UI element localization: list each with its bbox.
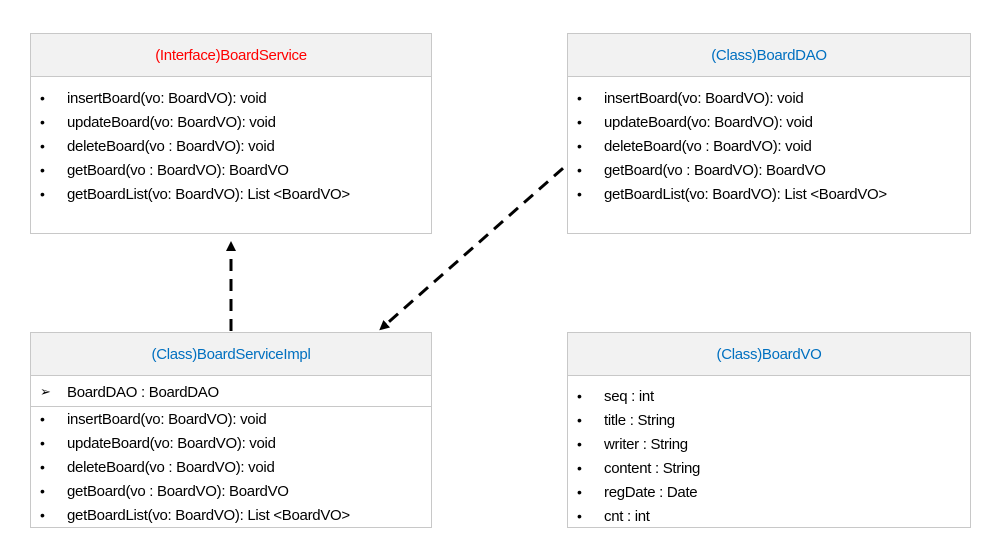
- method-item: •getBoardList(vo: BoardVO): List <BoardV…: [31, 503, 431, 527]
- bullet-icon: •: [40, 138, 45, 154]
- method-item: •deleteBoard(vo : BoardVO): void: [568, 134, 970, 158]
- board-dao-methods: •insertBoard(vo: BoardVO): void •updateB…: [568, 77, 970, 206]
- bullet-icon: •: [40, 459, 45, 475]
- method-item: •getBoardList(vo: BoardVO): List <BoardV…: [568, 182, 970, 206]
- method-item: •getBoard(vo : BoardVO): BoardVO: [31, 158, 431, 182]
- bullet-icon: •: [40, 114, 45, 130]
- board-dao-box: (Class)BoardDAO •insertBoard(vo: BoardVO…: [567, 33, 971, 234]
- board-service-impl-methods: •insertBoard(vo: BoardVO): void •updateB…: [31, 407, 431, 527]
- method-item: •getBoard(vo : BoardVO): BoardVO: [568, 158, 970, 182]
- method-item: •insertBoard(vo: BoardVO): void: [568, 86, 970, 110]
- dao-to-impl-connector: [379, 153, 579, 331]
- method-item: •updateBoard(vo: BoardVO): void: [31, 431, 431, 455]
- field-item: •regDate : Date: [568, 480, 970, 504]
- board-vo-title: (Class)BoardVO: [568, 333, 970, 376]
- bullet-icon: •: [577, 138, 582, 154]
- method-item: •deleteBoard(vo : BoardVO): void: [31, 455, 431, 479]
- board-vo-fields: •seq : int •title : String •writer : Str…: [568, 376, 970, 528]
- bullet-icon: •: [40, 435, 45, 451]
- method-item: •updateBoard(vo: BoardVO): void: [568, 110, 970, 134]
- bullet-icon: •: [577, 412, 582, 428]
- field-item: •writer : String: [568, 432, 970, 456]
- bullet-icon: •: [40, 483, 45, 499]
- board-service-box: (Interface)BoardService •insertBoard(vo:…: [30, 33, 432, 234]
- bullet-icon: •: [40, 162, 45, 178]
- method-item: •insertBoard(vo: BoardVO): void: [31, 407, 431, 431]
- method-item: •getBoardList(vo: BoardVO): List <BoardV…: [31, 182, 431, 206]
- bullet-icon: •: [40, 411, 45, 427]
- field-item: •seq : int: [568, 384, 970, 408]
- board-service-impl-box: (Class)BoardServiceImpl ➢ BoardDAO : Boa…: [30, 332, 432, 528]
- method-item: •insertBoard(vo: BoardVO): void: [31, 86, 431, 110]
- attribute-label: BoardDAO : BoardDAO: [67, 383, 219, 401]
- board-vo-box: (Class)BoardVO •seq : int •title : Strin…: [567, 332, 971, 528]
- bullet-icon: •: [577, 186, 582, 202]
- board-service-impl-attribute: ➢ BoardDAO : BoardDAO: [31, 376, 431, 407]
- bullet-icon: •: [577, 484, 582, 500]
- board-service-impl-title: (Class)BoardServiceImpl: [31, 333, 431, 376]
- bullet-icon: •: [577, 388, 582, 404]
- board-service-title: (Interface)BoardService: [31, 34, 431, 77]
- board-dao-title: (Class)BoardDAO: [568, 34, 970, 77]
- bullet-icon: •: [577, 162, 582, 178]
- board-service-methods: •insertBoard(vo: BoardVO): void •updateB…: [31, 77, 431, 206]
- bullet-icon: •: [577, 436, 582, 452]
- bullet-icon: •: [40, 186, 45, 202]
- bullet-icon: •: [40, 90, 45, 106]
- bullet-icon: •: [40, 507, 45, 523]
- bullet-icon: •: [577, 90, 582, 106]
- field-item: •cnt : int: [568, 504, 970, 528]
- method-item: •getBoard(vo : BoardVO): BoardVO: [31, 479, 431, 503]
- method-item: •updateBoard(vo: BoardVO): void: [31, 110, 431, 134]
- arrow-bullet-icon: ➢: [40, 384, 51, 399]
- bullet-icon: •: [577, 460, 582, 476]
- field-item: •content : String: [568, 456, 970, 480]
- method-item: •deleteBoard(vo : BoardVO): void: [31, 134, 431, 158]
- bullet-icon: •: [577, 114, 582, 130]
- bullet-icon: •: [577, 508, 582, 524]
- field-item: •title : String: [568, 408, 970, 432]
